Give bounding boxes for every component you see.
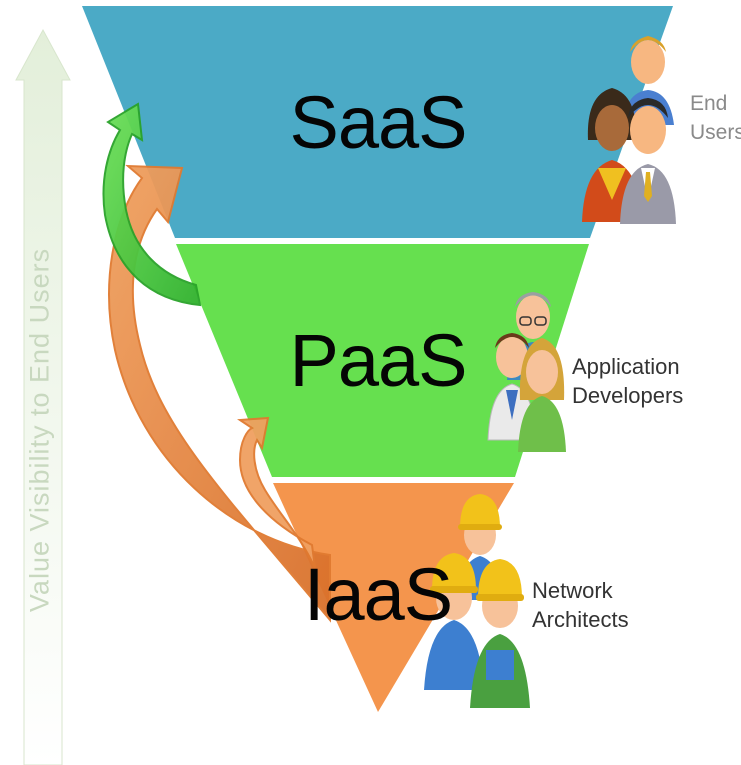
orange-arrow-iaas-to-saas <box>108 164 331 623</box>
end-users-label: End Users <box>690 89 741 147</box>
network-architects-label: Network Architects <box>532 576 629 634</box>
saas-layer <box>82 6 673 238</box>
iaas-layer <box>273 483 514 712</box>
green-arrow-paas-to-saas <box>102 102 202 307</box>
end-users-icon <box>582 36 676 224</box>
end-users-line2: Users <box>690 121 741 144</box>
end-users-line1: End <box>690 92 728 115</box>
network-architects-line1: Network <box>532 578 613 603</box>
value-visibility-label: Value Visibility to End Users <box>24 247 55 613</box>
network-architects-line2: Architects <box>532 607 629 632</box>
orange-arrow-iaas-to-paas <box>237 416 316 569</box>
developers-icon <box>487 292 566 452</box>
paas-label: PaaS <box>289 319 467 402</box>
network-architects-icon <box>424 494 530 708</box>
developers-line2: Developers <box>572 383 684 408</box>
iaas-label: IaaS <box>303 553 453 636</box>
developers-line1: Application <box>572 354 680 379</box>
value-visibility-arrow <box>15 28 71 765</box>
developers-label: Application Developers <box>572 352 683 410</box>
paas-layer <box>176 244 589 477</box>
saas-label: SaaS <box>289 81 467 164</box>
